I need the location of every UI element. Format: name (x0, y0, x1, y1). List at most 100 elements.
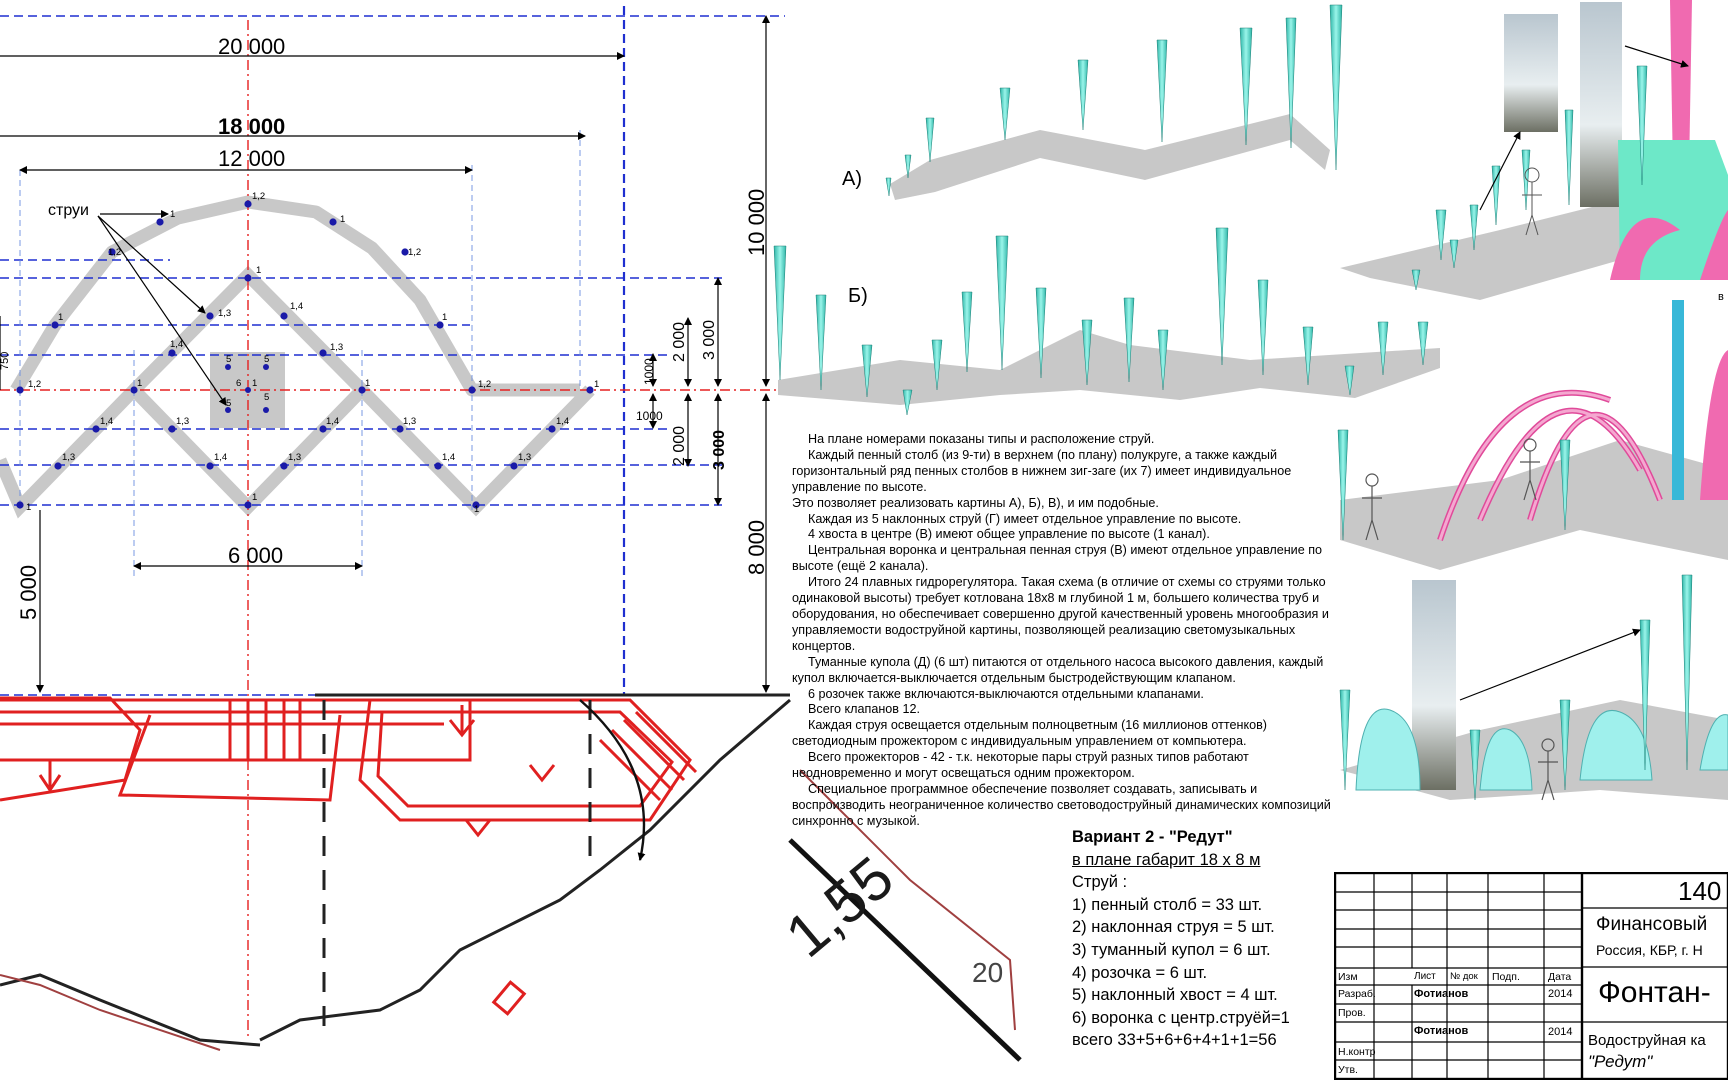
jet-b (1035, 287, 1047, 379)
jet-label: 1,4 (326, 416, 339, 427)
notes-text: На плане номерами показаны типы и распол… (792, 432, 1337, 830)
jet-label: 1,2 (108, 247, 121, 258)
jet-label: 5 (264, 392, 269, 403)
jet-a (1239, 27, 1253, 146)
jet-a (1077, 59, 1089, 131)
jet-a (925, 117, 935, 163)
jet-label: 1,4 (290, 301, 303, 312)
jet-label: 1,4 (100, 416, 113, 427)
note-paragraph: 4 хвоста в центре (В) имеют общее управл… (808, 527, 1210, 542)
jet-label: 6 (236, 378, 241, 389)
jet-b (931, 339, 943, 391)
photo-jet-1 (1504, 14, 1558, 132)
view-a-label: А) (842, 168, 862, 190)
dim-750: 750 (0, 352, 11, 370)
note-paragraph: Туманные купола (Д) (6 шт) питаются от о… (792, 654, 1324, 685)
jet-render (1339, 689, 1351, 791)
jet-label: 1,3 (330, 342, 343, 353)
jet-label: 1 (252, 378, 257, 389)
jet-render (1521, 149, 1531, 211)
note-paragraph: Каждая из 5 наклонных струй (Г) имеет от… (808, 511, 1242, 526)
variant-summary: Вариант 2 - "Редут" в плане габарит 18 х… (1072, 826, 1332, 1052)
jet-type-item: 4) розочка = 6 шт. (1072, 963, 1208, 982)
jets-render-3 (1339, 574, 1693, 801)
label-utv: Утв. (1338, 1064, 1358, 1076)
jet-dots (16, 200, 594, 509)
dim-2000: 2 000 (671, 426, 688, 466)
jet-render (1435, 209, 1447, 261)
dim-18000: 18 000 (218, 114, 285, 139)
jet-render (1636, 65, 1648, 186)
jet-label: 1,3 (403, 416, 416, 427)
dim-1000: 1000 (636, 409, 663, 423)
jet-b (1302, 326, 1314, 386)
author: Фотианов (1414, 1025, 1469, 1037)
jet-b (1344, 365, 1355, 396)
org-name: Финансовый (1596, 914, 1708, 935)
jet-label: 5 (226, 354, 231, 365)
view-b-3d: Б) (773, 227, 1440, 416)
jet-labels: 1,2 1 1 1,2 1,2 1 1 1,2 1,2 1 1 1,4 1,3 … (26, 191, 599, 515)
jet-label: 1,3 (288, 452, 301, 463)
jet-label: 1,3 (62, 452, 75, 463)
jet-label: 1 (137, 378, 142, 389)
human-figures (1538, 738, 1558, 801)
jet-b (961, 291, 973, 373)
jet-render (1469, 729, 1481, 801)
title-block-grid (1334, 872, 1728, 1080)
date-year: 2014 (1548, 988, 1573, 1000)
note-paragraph: Всего клапанов 12. (808, 702, 921, 717)
note-paragraph: Это позволяет реализовать картины А), Б)… (792, 495, 1159, 510)
jets-label: струи (48, 202, 89, 219)
jet-label: 1,4 (214, 452, 227, 463)
zigzag-path (0, 380, 595, 519)
down-arrows (38, 705, 556, 838)
jet-b (1257, 279, 1269, 376)
jet-render (1564, 109, 1574, 206)
jet-b (1157, 329, 1169, 391)
note-paragraph: Всего прожекторов - 42 - т.к. некоторые … (792, 750, 1249, 781)
jet-label: 1,4 (556, 416, 569, 427)
jet-label: 1 (442, 312, 447, 323)
dim-10000: 10 000 (744, 189, 769, 256)
jet-label: 1,3 (176, 416, 189, 427)
label-list: Лист (1414, 971, 1436, 982)
jet-type-item: 6) воронка с центр.струёй=1 (1072, 1008, 1290, 1027)
jets-a (885, 4, 1343, 197)
dim-8000: 8 000 (744, 520, 769, 575)
jet-a (1329, 4, 1343, 171)
jet-render (1411, 269, 1421, 291)
jet-label: 1,3 (218, 308, 231, 319)
jet-a (1285, 17, 1297, 149)
jet-b (1081, 319, 1093, 386)
jet-label: 1,2 (28, 379, 41, 390)
jet-b (1377, 321, 1389, 376)
jet-a (885, 177, 892, 197)
jet-label: 5 (264, 354, 269, 365)
axes (0, 20, 785, 1040)
title-block: Изм Лист № док Подп. Дата Разраб. Фотиан… (1334, 872, 1728, 1080)
render-column: в (1337, 0, 1728, 801)
jet-a (999, 87, 1011, 141)
dim-1000: 1000 (642, 358, 656, 385)
jet-type-item: 2) наклонная струя = 5 шт. (1072, 918, 1275, 937)
project-title: Фонтан- (1598, 976, 1711, 1009)
note-paragraph: Каждый пенный столб (из 9-ти) в верхнем … (792, 447, 1292, 494)
scale-mark: 1,55 (773, 844, 906, 970)
jets-render-1 (1411, 65, 1648, 291)
jet-render (1449, 239, 1459, 269)
jet-label: 1 (365, 378, 370, 389)
note-paragraph: Каждая струя освещается отдельным полноц… (792, 718, 1267, 749)
variant-subtitle: в плане габарит 18 х 8 м (1072, 850, 1261, 869)
jet-a (1156, 39, 1168, 143)
mist-domes (1355, 708, 1728, 791)
photo-jet-3 (1412, 580, 1456, 790)
jet-label: 1,2 (252, 191, 265, 202)
view-v-label: в (1718, 291, 1724, 303)
label-ndoc: № док (1450, 971, 1478, 982)
jet-b (1417, 321, 1429, 366)
opening-arc (579, 699, 646, 861)
jet-b (861, 344, 873, 398)
project-subtitle: Водоструйная ка (1588, 1032, 1706, 1049)
